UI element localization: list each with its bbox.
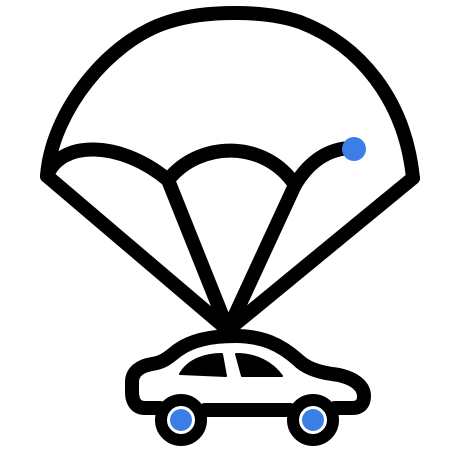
car-window-front	[179, 353, 227, 377]
suspension-line-center-right	[221, 178, 302, 337]
parachute-canopy	[40, 6, 420, 185]
parachute-scallop-left	[40, 142, 175, 187]
car-wheel-rear-hub	[302, 409, 324, 431]
suspension-line-center-left	[161, 173, 235, 337]
suspension-line-left	[40, 169, 235, 337]
car-body	[125, 329, 371, 415]
parachute-accent-dot	[342, 137, 366, 161]
car-wheel-front-hub	[170, 409, 192, 431]
parachute-scallop-middle	[161, 143, 302, 192]
suspension-line-right	[221, 171, 420, 337]
car-window-rear	[235, 353, 283, 377]
